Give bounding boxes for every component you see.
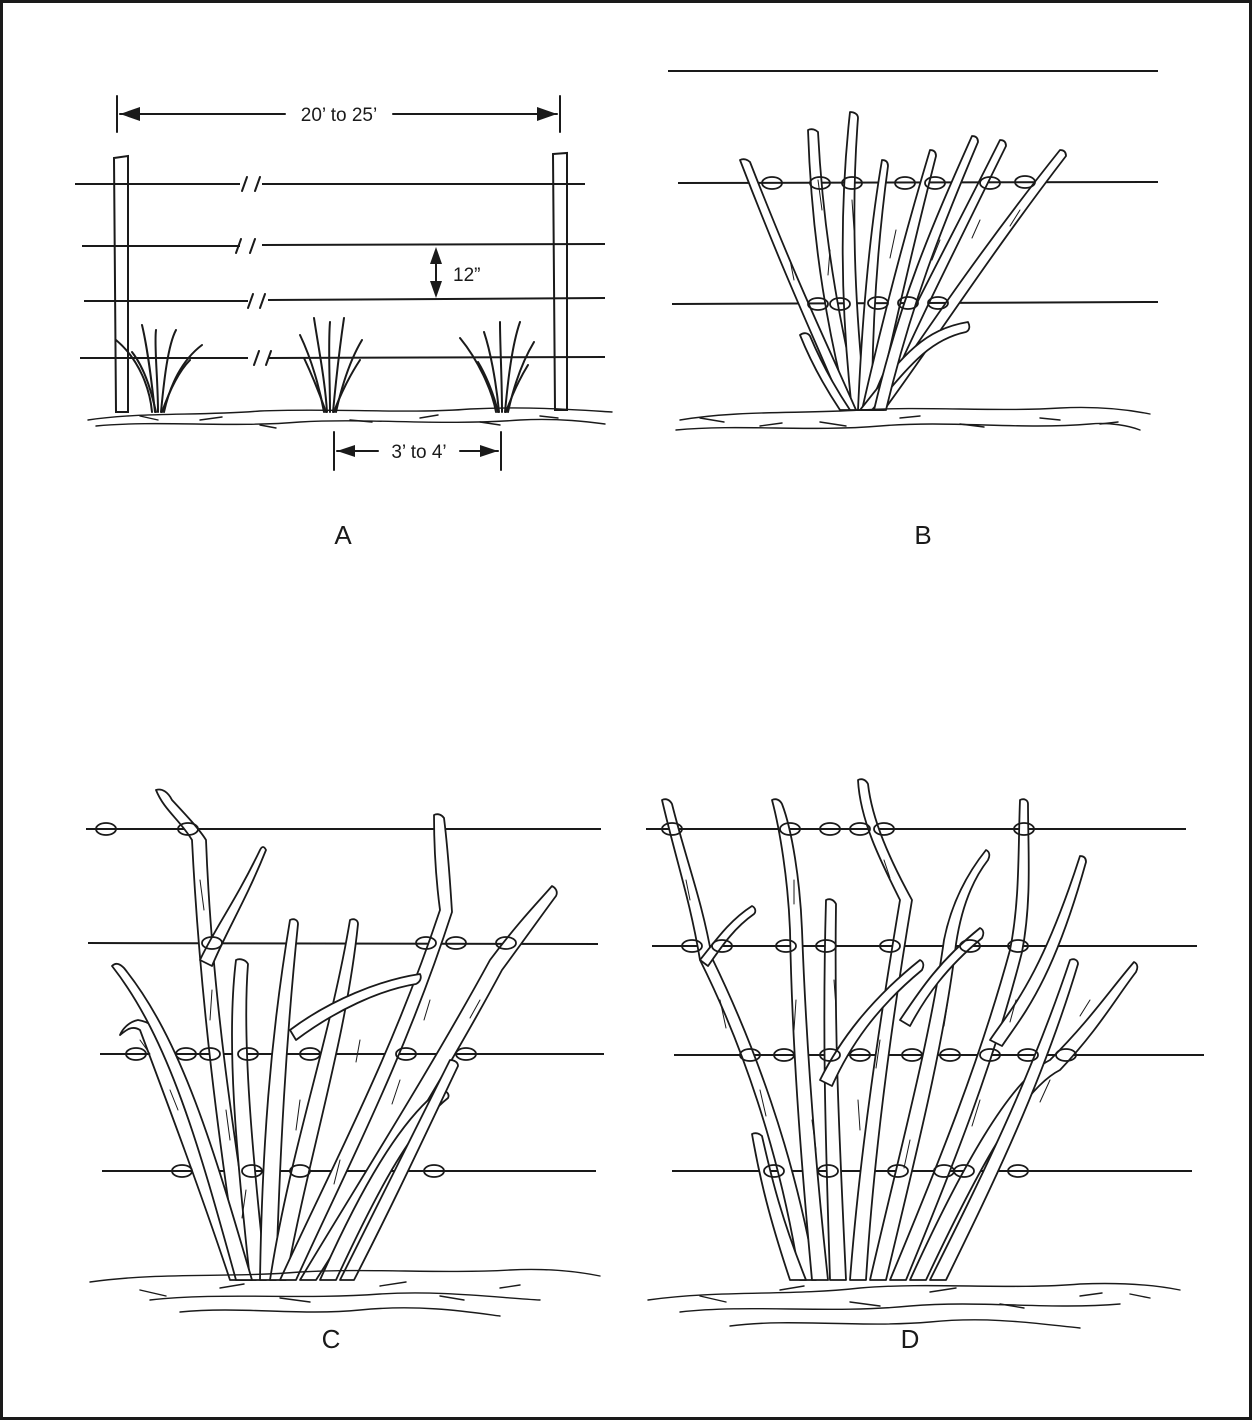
plant-spacing-label: 3’ to 4’ xyxy=(391,442,446,463)
cane-cluster-d xyxy=(662,779,1137,1280)
arrowhead-right xyxy=(537,107,557,121)
young-plant-3 xyxy=(460,322,534,412)
arrowhead-down xyxy=(430,281,442,298)
post-spacing-dimension: 20’ to 25’ xyxy=(117,96,560,132)
panel-label-d: D xyxy=(901,1324,920,1354)
panel-b: B xyxy=(668,71,1158,550)
trellis-wires xyxy=(75,177,605,365)
wire-break-marks xyxy=(236,177,271,365)
arrowhead-left xyxy=(337,445,355,457)
arrowhead-left xyxy=(120,107,140,121)
wire-spacing-dimension: 12” xyxy=(430,247,480,298)
panel-d: D xyxy=(646,779,1204,1354)
panel-c: C xyxy=(86,789,604,1354)
arrowhead-up xyxy=(430,247,442,264)
ground-a xyxy=(88,408,612,428)
trellis-post-right xyxy=(553,153,567,410)
ground-b xyxy=(676,407,1150,430)
trellis-post-left xyxy=(114,156,128,412)
cane-cluster-c xyxy=(112,789,557,1280)
post-spacing-label: 20’ to 25’ xyxy=(301,105,377,126)
plant-spacing-dimension: 3’ to 4’ xyxy=(334,432,501,470)
panel-label-a: A xyxy=(334,520,352,550)
wire-spacing-label: 12” xyxy=(453,265,480,286)
ground-d xyxy=(648,1283,1180,1328)
panel-label-c: C xyxy=(322,1324,341,1354)
arrowhead-right xyxy=(480,445,498,457)
young-plant-2 xyxy=(300,318,362,412)
panel-a: 20’ to 25’ xyxy=(75,96,612,550)
panel-label-b: B xyxy=(914,520,931,550)
cane-cluster-b xyxy=(740,112,1066,410)
